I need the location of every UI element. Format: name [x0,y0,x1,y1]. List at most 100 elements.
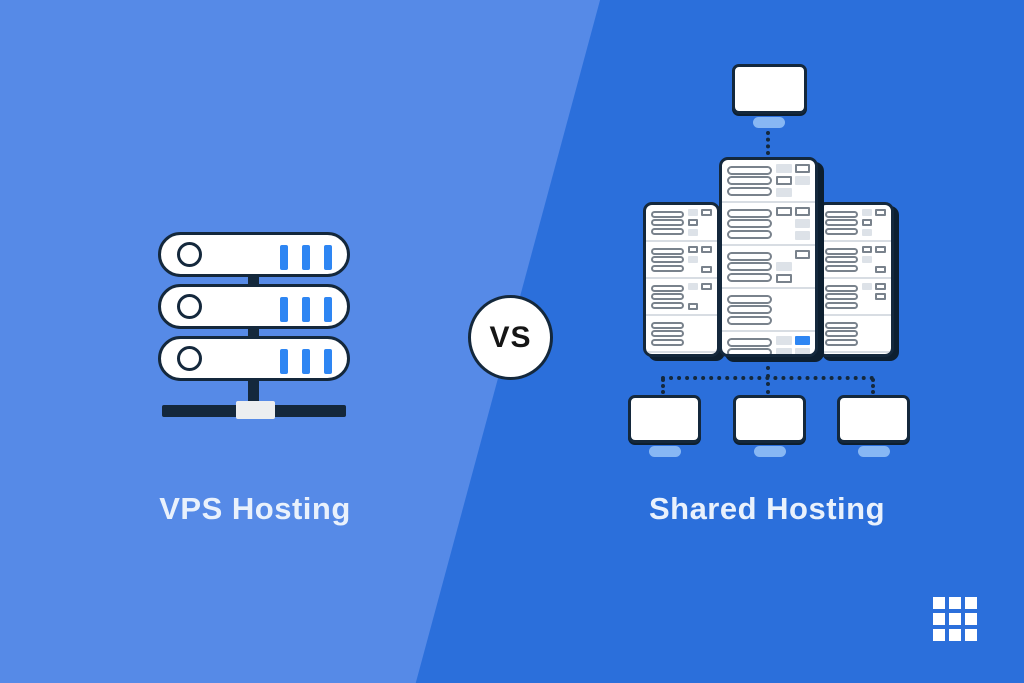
vs-badge: VS [468,295,553,380]
center-server-tower [719,157,818,357]
drive-slot [651,301,684,309]
rack-section [820,351,891,354]
led-bars-icon [280,245,332,270]
status-chip [794,164,810,173]
rack-section [722,244,815,287]
drive-slot [727,315,773,325]
rack-section [646,205,717,240]
drive-slot [727,176,773,185]
drive-slot [651,330,684,337]
dotted-link-left [661,378,665,394]
drive-slot [651,321,684,329]
drive-slot [651,227,684,235]
status-chip [794,348,810,354]
led-bars-icon [280,297,332,322]
status-chip [875,246,886,253]
drive-slot [727,272,773,282]
status-chip [776,274,792,283]
vps-hosting-label: VPS Hosting [159,491,351,526]
status-chip [687,256,699,263]
drive-slot [727,294,773,304]
grid-cell [933,613,945,625]
drive-slot [825,330,858,337]
dotted-link-right [871,378,875,394]
drive-slot [825,210,858,218]
drive-slot [651,293,684,300]
status-chip [861,246,873,253]
grid-cell [965,597,977,609]
vps-server-unit [158,232,350,277]
power-indicator-icon [177,242,202,267]
grid-cell [949,597,961,609]
status-chip [687,303,699,310]
status-chip [776,262,792,271]
client-monitor-stand [754,446,786,457]
client-monitor-icon [628,395,701,443]
status-chip [701,246,712,253]
status-chip [687,283,699,290]
rack-section [820,205,891,240]
status-chip [861,229,873,236]
status-chip [687,209,699,216]
client-monitor-stand [649,446,681,457]
status-chip [794,231,810,240]
rack-section [646,277,717,314]
rack-section [820,240,891,277]
status-chip [861,219,873,226]
drive-slot [727,219,773,228]
dotted-link-horizontal [661,376,874,380]
status-chip [861,256,873,263]
client-monitor-stand [858,446,890,457]
drive-slot [825,219,858,226]
drive-slot [651,256,684,263]
status-chip [776,336,792,345]
status-chip [861,209,873,216]
status-chip [794,250,810,259]
drive-slot [727,305,773,314]
dotted-link-top [766,131,770,155]
status-chip [687,246,699,253]
status-chip [701,266,712,273]
drive-slot [727,348,773,354]
vps-server-unit [158,284,350,329]
drive-slot [825,321,858,329]
grid-cell [965,613,977,625]
rack-section [646,351,717,354]
grid-cell [933,629,945,641]
drive-slot [727,208,773,218]
left-server-tower [643,202,720,357]
rack-section [722,201,815,244]
drive-slot [651,338,684,346]
status-chip [776,176,792,185]
drive-slot [825,256,858,263]
status-chip [701,209,712,216]
drive-slot [825,284,858,292]
shared-hosting-label: Shared Hosting [648,491,886,526]
right-server-tower [817,202,894,357]
drive-slot [651,210,684,218]
status-chip [875,209,886,216]
drive-slot [727,165,773,175]
grid-cell [949,629,961,641]
status-chip [701,283,712,290]
drive-slot [651,264,684,272]
status-chip [861,283,873,290]
vps-server-unit [158,336,350,381]
status-chip [687,229,699,236]
status-chip [776,188,792,197]
power-indicator-icon [177,346,202,371]
status-chip [875,283,886,290]
status-chip [794,176,810,185]
drive-slot [727,229,773,239]
grid-cell [949,613,961,625]
rack-section [646,240,717,277]
rack-section [722,287,815,330]
rack-section [722,330,815,354]
grid-cell [965,629,977,641]
status-chip [776,164,792,173]
drive-slot [727,186,773,196]
rack-connector [248,274,259,288]
drive-slot [727,262,773,271]
client-monitor-icon [733,395,806,443]
